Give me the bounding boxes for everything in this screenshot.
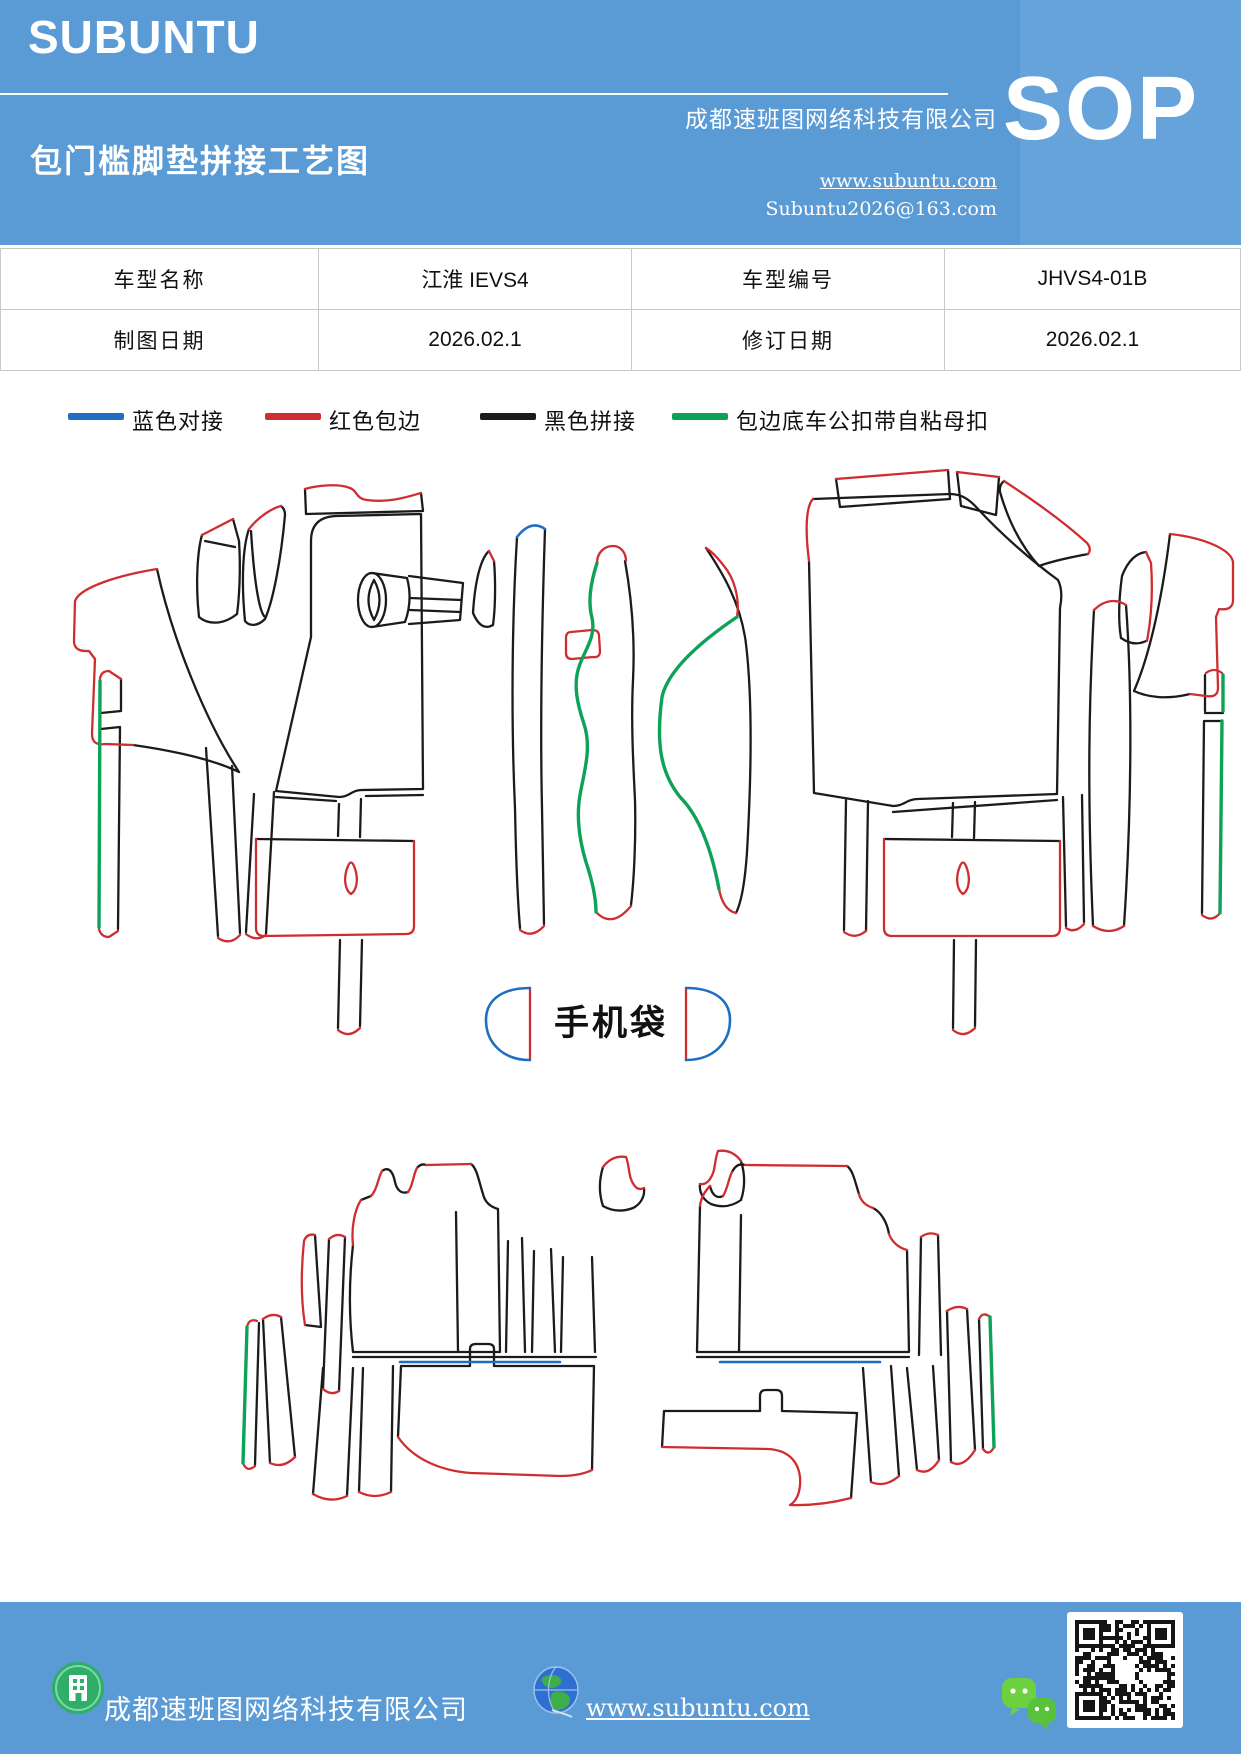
cell-model-code-label: 车型编号 [631,248,945,310]
brand-logo: SUBUNTU [28,11,260,63]
legend-label: 蓝色对接 [132,409,225,434]
legend-label: 包边底车公扣带自粘母扣 [736,409,990,434]
legend-label: 红色包边 [329,409,422,434]
header: SUBUNTU 包门槛脚垫拼接工艺图 成都速班图网络科技有限公司 www.sub… [0,0,1241,245]
red-line-swatch [265,413,321,420]
header-divider [0,93,948,95]
legend-item-green: 包边底车公扣带自粘母扣 [672,402,1092,434]
cell-model-name-value: 江淮 IEVS4 [318,248,632,310]
wechat-icon [1002,1678,1056,1730]
black-splice-lines [99,468,1225,1500]
footer-company-name: 成都速班图网络科技有限公司 [104,1695,468,1725]
table-row: 制图日期 2026.02.1 修订日期 2026.02.1 [0,309,1241,371]
header-company-name: 成都速班图网络科技有限公司 [685,106,997,132]
cell-draw-date-value: 2026.02.1 [318,309,632,371]
page-title: 包门槛脚垫拼接工艺图 [30,143,371,179]
sop-badge: SOP [1002,59,1200,159]
cell-revise-date-value: 2026.02.1 [944,309,1241,371]
green-line-swatch [672,413,728,420]
footer: 成都速班图网络科技有限公司 www.subuntu.com [0,1602,1241,1754]
legend-item-red: 红色包边 [265,402,455,434]
header-website-link[interactable]: www.subuntu.com [819,170,997,192]
footer-website-link[interactable]: www.subuntu.com [586,1694,810,1722]
legend-item-blue: 蓝色对接 [68,402,258,434]
legend: 蓝色对接 红色包边 黑色拼接 包边底车公扣带自粘母扣 [0,402,1241,434]
header-email: Subuntu2026@163.com [765,198,997,220]
legend-item-black: 黑色拼接 [480,402,670,434]
cell-model-code-value: JHVS4-01B [944,248,1241,310]
globe-icon [533,1666,579,1718]
blue-joint-lines [398,524,882,1364]
red-binding-lines [72,468,1235,1507]
building-icon [52,1662,104,1714]
legend-label: 黑色拼接 [544,409,637,434]
blue-line-swatch [68,413,124,420]
sop-panel [1020,0,1241,245]
cell-model-name-label: 车型名称 [0,248,319,310]
black-line-swatch [480,413,536,420]
cell-draw-date-label: 制图日期 [0,309,319,371]
table-row: 车型名称 江淮 IEVS4 车型编号 JHVS4-01B [0,248,1241,310]
vehicle-info-table: 车型名称 江淮 IEVS4 车型编号 JHVS4-01B 制图日期 2026.0… [0,248,1241,371]
qr-code [1067,1612,1183,1728]
phone-bag-label: 手机袋 [553,1004,668,1043]
cell-revise-date-label: 修订日期 [631,309,945,371]
